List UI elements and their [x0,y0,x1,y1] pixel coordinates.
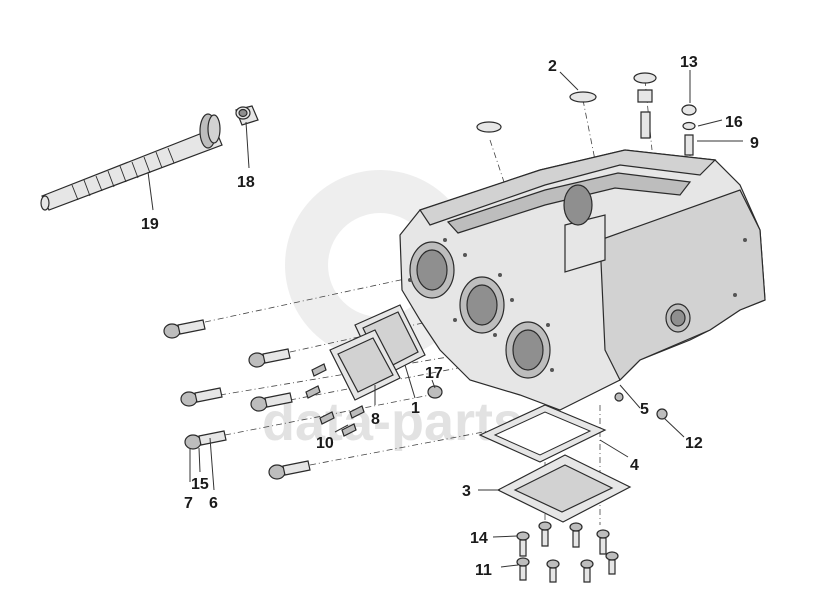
input-shaft [40,113,223,211]
bottom-gasket [478,404,607,463]
callout-16: 16 [725,114,743,131]
callout-12: 12 [685,435,703,452]
locating-ball [614,392,624,402]
callout-14: 14 [470,530,488,547]
callout-18: 18 [237,174,255,191]
callout-17: 17 [425,365,443,382]
callout-15: 15 [191,476,209,493]
breather-stack [633,72,697,156]
callout-6: 6 [209,495,218,512]
bushing [235,105,259,126]
callout-1: 1 [411,400,420,417]
callout-13: 13 [680,54,698,71]
cover-screws [305,363,365,437]
plug [476,91,597,133]
bottom-cover [496,454,632,523]
callout-11: 11 [475,562,492,579]
callout-3: 3 [462,483,471,500]
callout-7: 7 [184,495,193,512]
callout-10: 10 [316,435,334,452]
callout-2: 2 [548,58,557,75]
watermark-text: data-parts [262,392,523,452]
callout-19: 19 [141,216,159,233]
callout-labels: 1 2 3 4 5 6 7 8 9 10 11 12 13 14 15 16 1… [141,54,759,579]
callout-4: 4 [630,457,639,474]
callout-5: 5 [640,401,649,418]
gearbox-housing [399,149,766,411]
bottom-bolts [516,521,619,583]
drain-plug [427,385,443,399]
leader-lines [147,70,743,568]
ball [656,408,668,420]
housing-bolts [163,319,311,480]
side-cover [329,304,426,401]
callout-8: 8 [371,411,380,428]
callout-9: 9 [750,135,759,152]
